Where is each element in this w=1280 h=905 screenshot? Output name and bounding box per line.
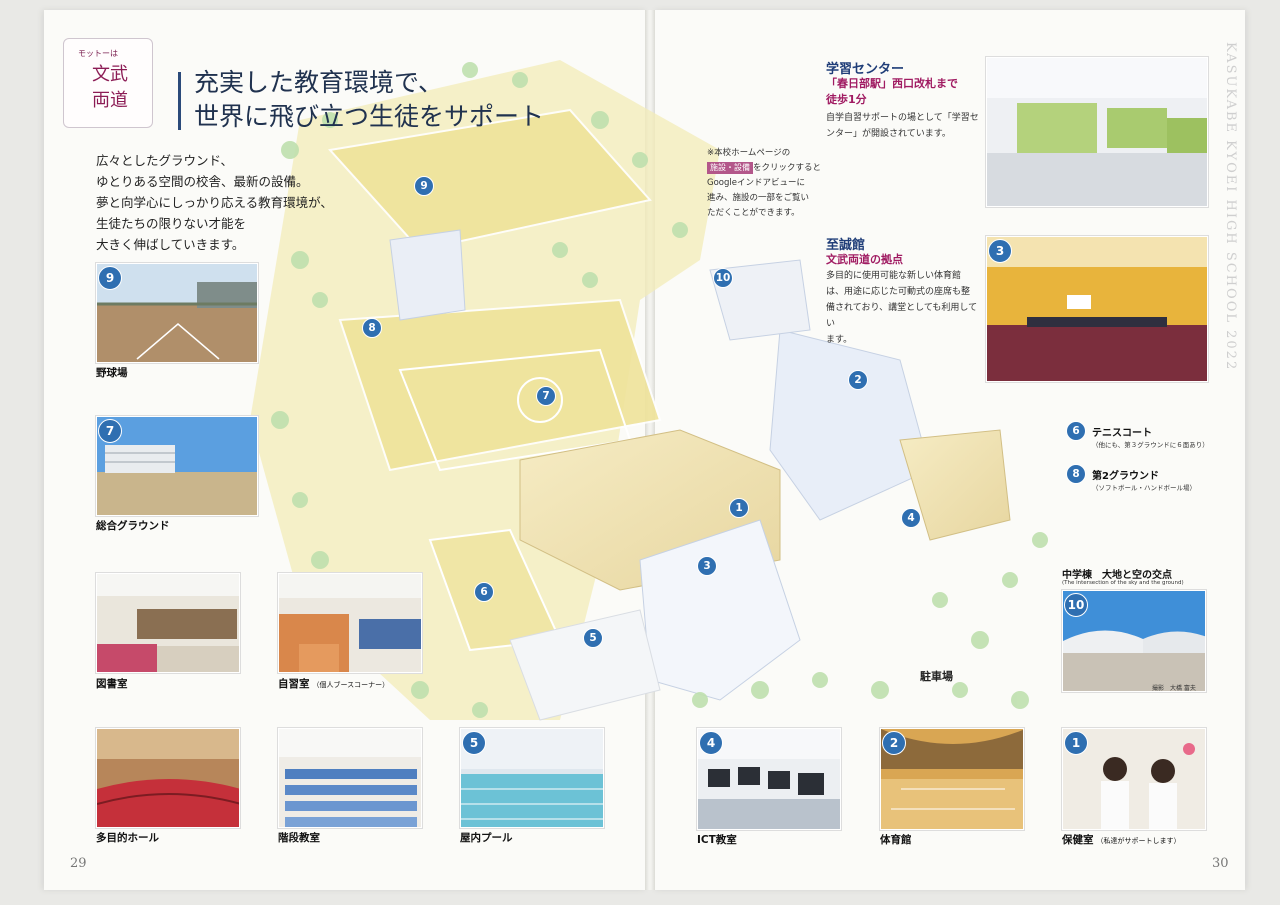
map-badge-pool: 5 [583,628,603,648]
gymnasium-photo [880,728,1024,830]
study-room-photo [278,573,422,673]
note-line: ただくことができます。 [707,208,800,218]
facility-link-tag[interactable]: 施設・設備 [707,162,753,174]
legend-number-badge: 6 [1066,421,1086,441]
baseball-field-photo [96,263,258,363]
intro-line: 大きく伸ばしていきます。 [96,237,245,252]
nurse-room-caption: 保健室（私達がサポートします） [1062,832,1181,847]
photo-number-badge: 9 [98,266,122,290]
note-line: Googleインドアビューに [707,178,805,188]
legend-title: テニスコート [1092,428,1152,439]
map-badge-shiseikan: 3 [697,556,717,576]
learning-center-sub-line: 徒歩1分 [826,93,867,106]
library-photo [96,573,240,673]
multipurpose-hall-photo [96,728,240,828]
learning-center-title: 学習センター [826,62,905,77]
headline-line-1: 充実した教育環境で、 [194,68,444,97]
photo-number-badge: 3 [988,239,1012,263]
map-badge-baseball: 9 [414,176,434,196]
baseball-field-caption: 野球場 [96,367,128,379]
nurse-room-caption-note: （私達がサポートします） [1096,837,1181,845]
study-room-caption: 自習室（個人ブースコーナー） [278,676,389,691]
photo-number-badge: 5 [462,731,486,755]
intro-text: 広々としたグラウンド、 ゆとりある空間の校舎、最新の設備。 夢と向学心にしっかり… [96,150,356,255]
map-badge-second-ground: 8 [362,318,382,338]
legend-number-badge: 8 [1066,464,1086,484]
ict-room-caption: ICT教室 [697,834,737,846]
page-headline: 充実した教育環境で、 世界に飛び立つ生徒をサポート [194,66,594,134]
note-line: 進み、施設の一部をご覧い [707,193,810,203]
photo-number-badge: 4 [699,731,723,755]
lecture-room-photo [278,728,422,828]
body-line: 自学自習サポートの場として「学習セ [826,113,979,123]
legend-subtitle: （ソフトボール・ハンドボール場） [1092,484,1196,492]
map-badge-ict: 4 [901,508,921,528]
note-line-rest: をクリックすると [753,163,822,173]
legend-second-ground: 8 第2グラウンド （ソフトボール・ハンドボール場） [1066,464,1196,493]
map-badge-gym: 2 [848,370,868,390]
general-ground-photo [96,416,258,516]
note-line-with-tag: 施設・設備をクリックすると [707,161,847,176]
study-room-caption-main: 自習室 [278,678,310,690]
intro-line: 広々としたグラウンド、 [96,153,234,168]
motto-box: モットーは 文武両道 [63,38,153,128]
map-badge-tennis: 6 [474,582,494,602]
note-line: ※本校ホームページの [707,148,791,158]
library-caption: 図書室 [96,678,128,690]
body-line: ンター」が開設されています。 [826,129,951,139]
indoor-pool-caption: 屋内プール [460,832,513,844]
body-line: は、用途に応じた可動式の座席も整 [826,287,971,297]
body-line: 備されており、講堂としても利用してい [826,303,978,329]
map-badge-general-ground: 7 [536,386,556,406]
learning-center-photo [986,57,1208,207]
junior-high-title: 中学棟 大地と空の交点 [1062,570,1172,581]
parking-label: 駐車場 [920,670,953,683]
learning-center-subtitle: 「春日部駅」西口改札まで 徒歩1分 [826,76,958,108]
page-number-left: 29 [70,856,87,871]
intro-line: ゆとりある空間の校舎、最新の設備。 [96,174,309,189]
map-badge-junior-high: 10 [713,268,733,288]
lecture-room-caption: 階段教室 [278,832,320,844]
shiseikan-body: 多目的に使用可能な新しい体育館 は、用途に応じた可動式の座席も整 備されており、… [826,268,984,348]
headline-line-2: 世界に飛び立つ生徒をサポート [194,102,545,131]
photo-number-badge: 10 [1064,593,1088,617]
gymnasium-caption: 体育館 [880,834,912,846]
motto-small-label: モットーは [78,49,118,58]
general-ground-caption: 総合グラウンド [96,520,170,532]
legend-tennis: 6 テニスコート （他にも、第３グラウンドに６面あり） [1066,421,1209,450]
nurse-room-caption-main: 保健室 [1062,834,1094,846]
page-number-right: 30 [1212,856,1229,871]
headline-accent-bar [178,72,181,130]
intro-line: 生徒たちの限りない才能を [96,216,247,231]
shiseikan-title: 至誠館 [826,238,866,253]
motto-text: 文武両道 [92,64,128,111]
legend-title: 第2グラウンド [1092,471,1159,482]
junior-high-photo [1062,590,1206,692]
junior-high-subtitle: (The intersection of the sky and the gro… [1062,580,1184,586]
map-badge-nurse: 1 [729,498,749,518]
school-side-text: KASUKABE KYOEI HIGH SCHOOL 2022 [1223,42,1238,372]
photo-credit: 撮影 大橋 富夫 [1152,685,1196,692]
book-gutter [645,10,655,890]
photo-number-badge: 2 [882,731,906,755]
indoor-view-note: ※本校ホームページの 施設・設備をクリックすると Googleインドアビューに … [707,146,847,221]
intro-line: 夢と向学心にしっかり応える教育環境が、 [96,195,333,210]
shiseikan-photo [986,236,1208,382]
indoor-pool-photo [460,728,604,828]
photo-number-badge: 1 [1064,731,1088,755]
shiseikan-subtitle: 文武両道の拠点 [826,253,903,266]
legend-subtitle: （他にも、第３グラウンドに６面あり） [1092,441,1209,449]
photo-number-badge: 7 [98,419,122,443]
body-line: ます。 [826,335,853,345]
learning-center-body: 自学自習サポートの場として「学習セ ンター」が開設されています。 [826,110,986,142]
study-room-caption-note: （個人ブースコーナー） [312,681,390,689]
multipurpose-hall-caption: 多目的ホール [96,832,159,844]
body-line: 多目的に使用可能な新しい体育館 [826,271,962,281]
learning-center-sub-line: 「春日部駅」西口改札まで [826,77,958,90]
